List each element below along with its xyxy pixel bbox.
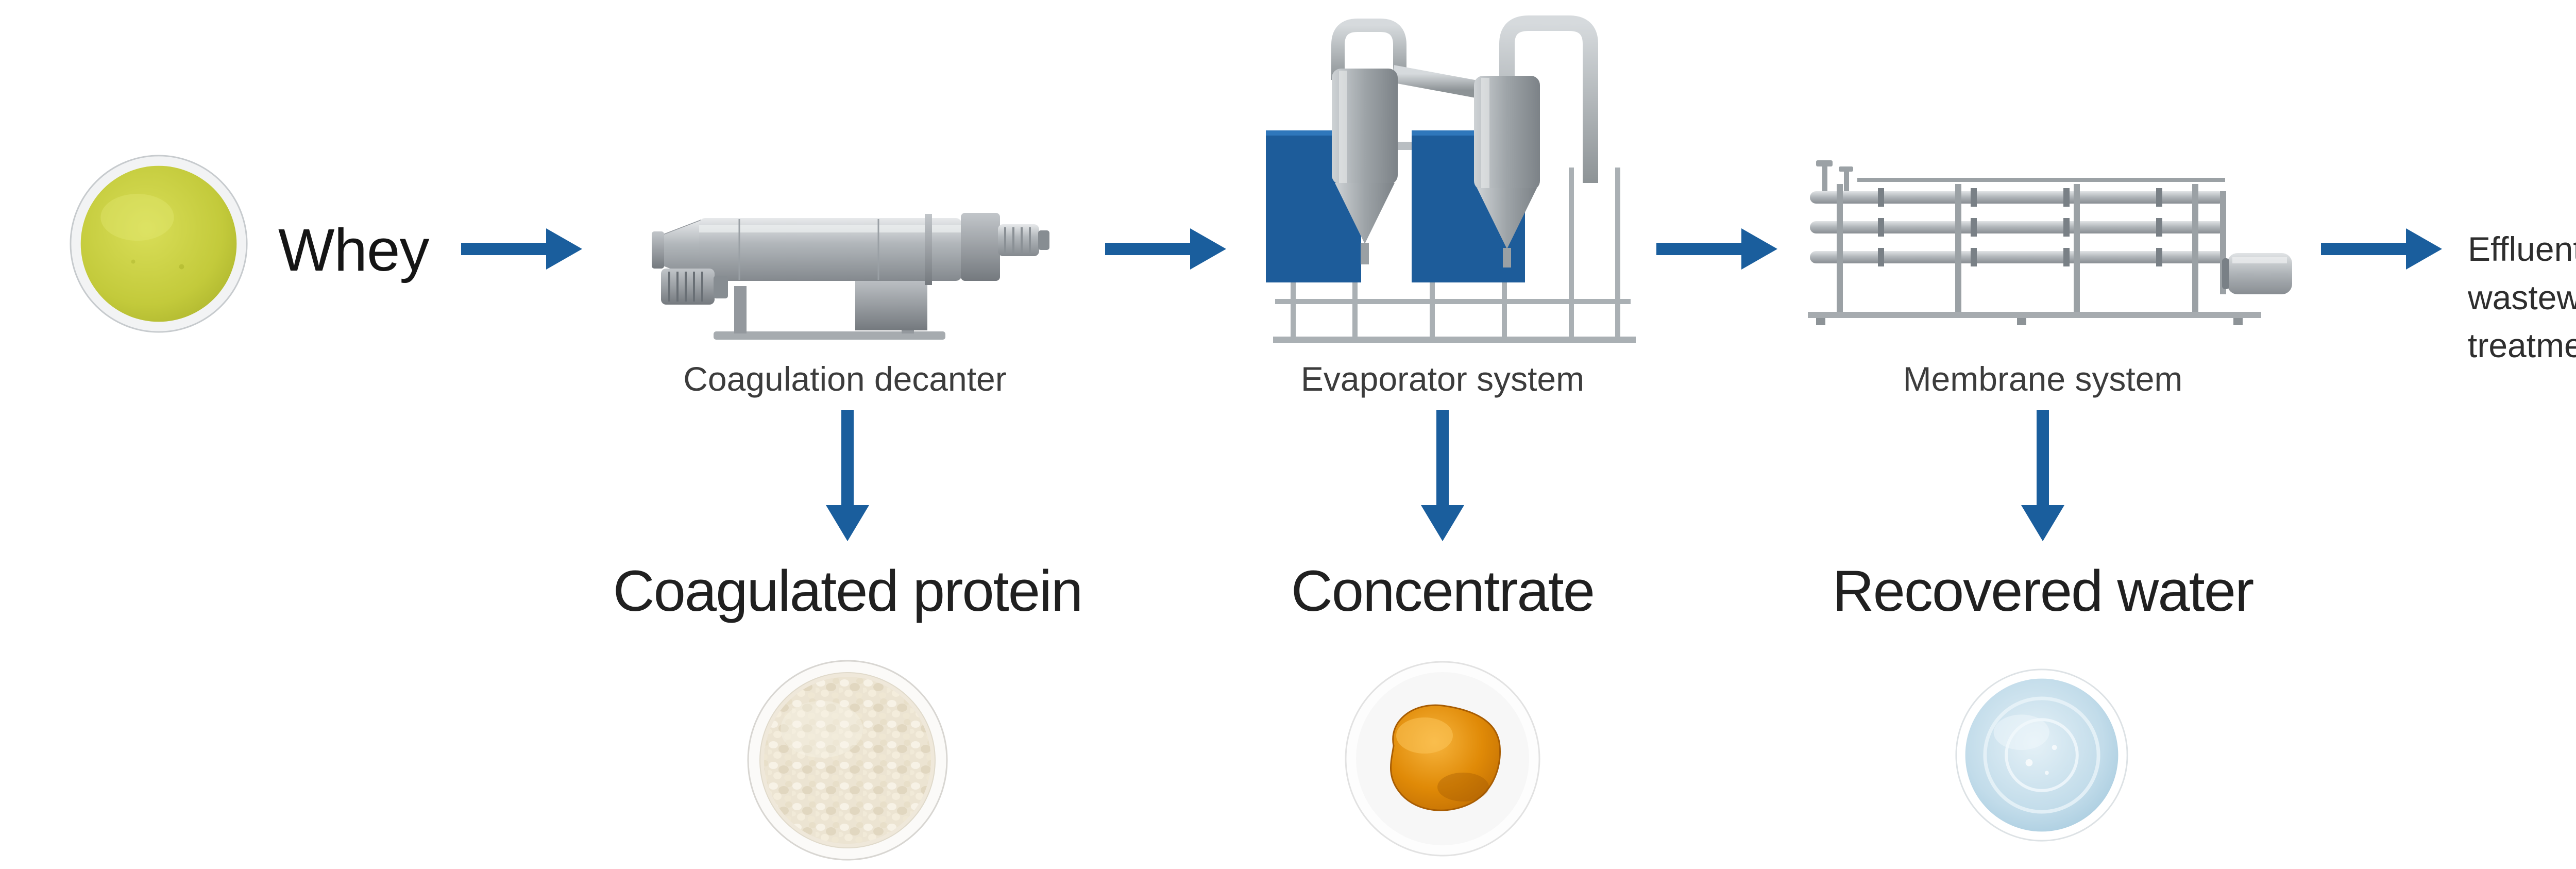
- input-label: Whey: [278, 216, 430, 283]
- arrow-head: [1421, 505, 1464, 541]
- arrow-shaft: [2037, 410, 2049, 505]
- stage-label-membrane-system: Membrane system: [1903, 360, 2183, 398]
- protein-bowl-icon: [744, 657, 951, 863]
- arrow-shaft: [1656, 243, 1741, 255]
- arrow-head: [826, 505, 869, 541]
- coagulation-decanter-illustration: [636, 183, 1069, 348]
- output-label-concentrate: Concentrate: [1291, 559, 1595, 623]
- arrow-head: [546, 228, 582, 270]
- arrow-shaft: [2321, 243, 2406, 255]
- flow-arrow-2: [1105, 228, 1226, 270]
- terminal-line-2: wastewater: [2468, 278, 2576, 316]
- output-arrow-2: [1421, 410, 1464, 541]
- arrow-shaft: [841, 410, 854, 505]
- arrow-shaft: [1436, 410, 1449, 505]
- arrow-shaft: [1105, 243, 1190, 255]
- concentrate-dish-icon: [1342, 658, 1543, 859]
- output-arrow-3: [2021, 410, 2064, 541]
- arrow-head: [2406, 228, 2442, 270]
- stage-label-coagulation-decanter: Coagulation decanter: [683, 360, 1007, 398]
- arrow-head: [2021, 505, 2064, 541]
- membrane-system-illustration: [1801, 157, 2295, 338]
- terminal-line-3: treatment plant: [2468, 326, 2576, 365]
- flow-arrow-3: [1656, 228, 1777, 270]
- flow-arrow-4: [2321, 228, 2442, 270]
- water-dish-icon: [1953, 666, 2130, 844]
- output-arrow-1: [826, 410, 869, 541]
- terminal-line-1: Effluent to: [2468, 230, 2576, 268]
- arrow-head: [1190, 228, 1226, 270]
- flow-arrow-1: [461, 228, 582, 270]
- arrow-head: [1741, 228, 1777, 270]
- output-label-coagulated-protein: Coagulated protein: [613, 559, 1083, 623]
- arrow-shaft: [461, 243, 546, 255]
- terminal-label-effluent: Effluent to wastewater treatment plant: [2468, 225, 2576, 370]
- evaporator-system-illustration: [1260, 13, 1646, 353]
- output-label-recovered-water: Recovered water: [1832, 559, 2255, 623]
- stage-label-evaporator-system: Evaporator system: [1300, 360, 1585, 398]
- whey-dish-icon: [67, 152, 250, 336]
